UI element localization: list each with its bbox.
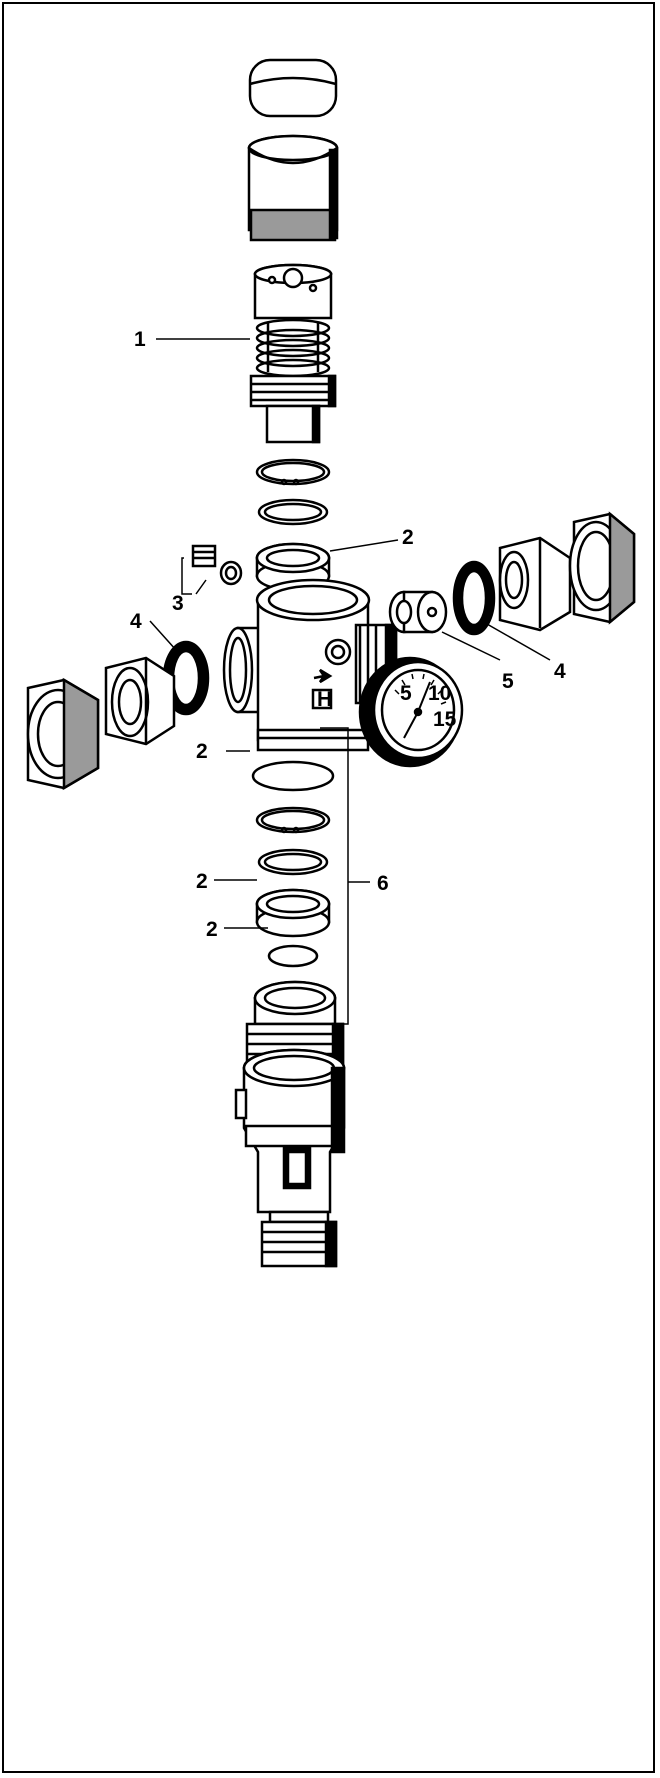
seal-ring-bottom (255, 888, 331, 938)
callout-2d: 2 (206, 918, 218, 941)
o-ring-lower-1 (251, 760, 335, 792)
callout-4-left: 4 (130, 610, 142, 633)
gauge-scale-5: 5 (400, 682, 412, 705)
bracket-6 (320, 727, 349, 1025)
leader-4-right (479, 619, 551, 661)
seal-ring-right (452, 560, 496, 636)
gauge-scale-10: 10 (428, 682, 451, 705)
union-nut-right (568, 511, 636, 625)
circlip-bottom (255, 806, 331, 834)
washer-bottom (257, 848, 329, 876)
check-valve-insert (388, 590, 448, 634)
callout-1: 1 (134, 328, 146, 351)
callout-2a: 2 (402, 526, 414, 549)
o-ring-lower-2 (267, 944, 319, 968)
callout-2c: 2 (196, 870, 208, 893)
cartridge-insert (249, 263, 337, 444)
circlip-top (255, 458, 331, 486)
tail-piece-right (498, 536, 572, 632)
top-cap (248, 58, 338, 118)
body-marking: H (317, 688, 332, 711)
leader-4-left (149, 620, 177, 651)
washer-top (257, 498, 329, 526)
callout-6: 6 (377, 872, 389, 895)
union-nut-left (26, 677, 100, 791)
leader-3 (181, 557, 207, 595)
drain-plug (191, 544, 243, 586)
gauge-scale-15: 15 (433, 708, 457, 731)
callout-4-right: 4 (554, 660, 566, 683)
callout-2b: 2 (196, 740, 208, 763)
tail-piece-left (104, 656, 176, 746)
valve-body (222, 578, 398, 752)
leader-5 (441, 631, 501, 661)
filter-bowl (234, 1048, 346, 1268)
leader-lines (149, 338, 551, 1025)
pressure-gauge (358, 656, 464, 768)
callout-5: 5 (502, 670, 514, 693)
housing-sleeve (247, 134, 339, 242)
leader-2a (329, 539, 399, 552)
callout-3: 3 (172, 592, 184, 615)
